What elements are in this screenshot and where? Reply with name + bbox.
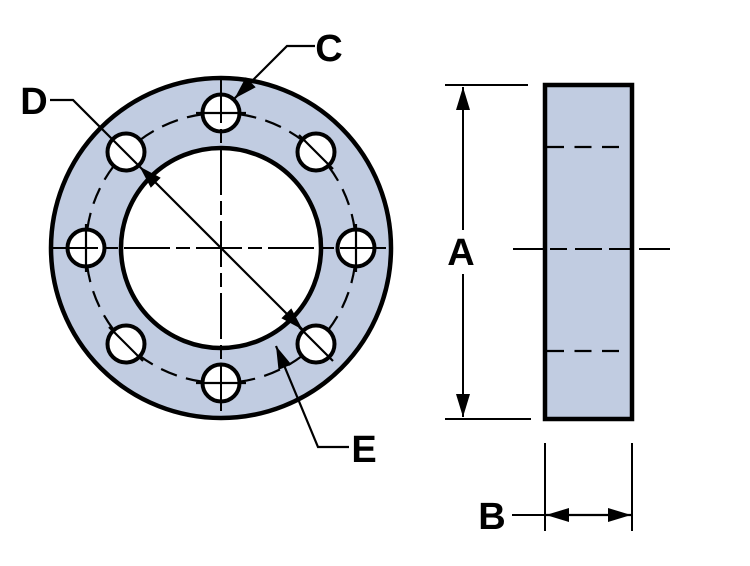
leader-c	[233, 44, 315, 100]
label-d: D	[20, 81, 47, 123]
arrowhead	[456, 87, 470, 110]
label-e: E	[351, 429, 376, 471]
arrowhead	[281, 308, 303, 330]
dimension-d	[50, 98, 304, 331]
front-view: C D E	[20, 28, 394, 471]
label-c: C	[315, 28, 342, 70]
hole-center-marks	[84, 111, 358, 385]
arrowhead	[608, 508, 631, 522]
arrowhead	[546, 508, 569, 522]
arrowhead	[276, 346, 292, 370]
arrowhead	[456, 394, 470, 417]
label-b: B	[478, 496, 505, 538]
side-view: A B	[445, 82, 673, 538]
dimension-a	[445, 84, 531, 420]
hole-slash	[108, 326, 144, 362]
flange-side-body	[542, 82, 635, 422]
leader-e	[274, 345, 349, 449]
label-a: A	[447, 232, 474, 274]
arrowhead	[139, 166, 161, 188]
hole-slash	[298, 134, 334, 170]
arrowhead	[234, 77, 256, 99]
hole-slash	[298, 326, 334, 362]
hidden-lines	[547, 145, 622, 353]
